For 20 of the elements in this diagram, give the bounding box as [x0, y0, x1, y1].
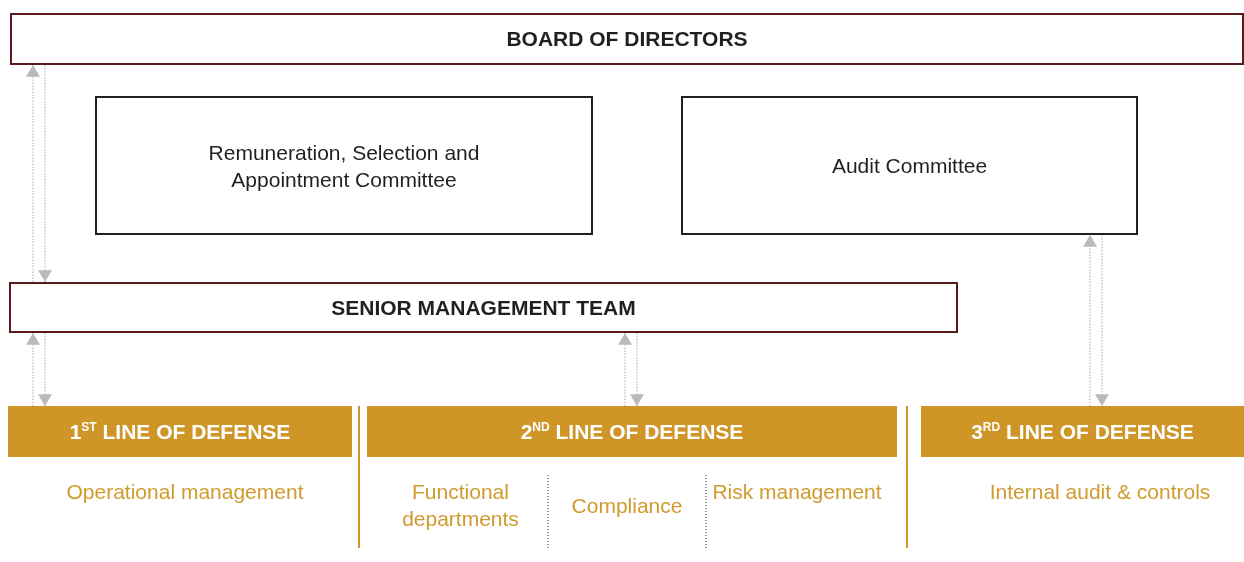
dotted-arrow	[1095, 234, 1109, 407]
dotted-arrow	[618, 332, 632, 407]
function-label: Operational management	[65, 479, 305, 505]
function-label: Risk management	[712, 479, 882, 505]
committee-box: Audit Committee	[681, 96, 1138, 235]
dotted-arrow	[26, 64, 40, 283]
defense-header: 1$^{ST}$ LINE OF DEFENSE	[8, 406, 352, 457]
dotted-arrow	[1083, 234, 1097, 407]
function-label: Internal audit & controls	[988, 479, 1212, 505]
defense-header: 3$^{RD}$ LINE OF DEFENSE	[921, 406, 1244, 457]
board-band: BOARD OF DIRECTORS	[10, 13, 1244, 65]
dotted-arrow	[38, 332, 52, 407]
dotted-arrow	[630, 332, 644, 407]
function-label: Compliance	[570, 493, 684, 519]
dotted-arrow	[26, 332, 40, 407]
function-label: Functional departments	[401, 479, 520, 532]
management-band: SENIOR MANAGEMENT TEAM	[9, 282, 958, 333]
defense-header: 2$^{ND}$ LINE OF DEFENSE	[367, 406, 897, 457]
dotted-arrow	[38, 64, 52, 283]
committee-box: Remuneration, Selection and Appointment Committee	[95, 96, 593, 235]
